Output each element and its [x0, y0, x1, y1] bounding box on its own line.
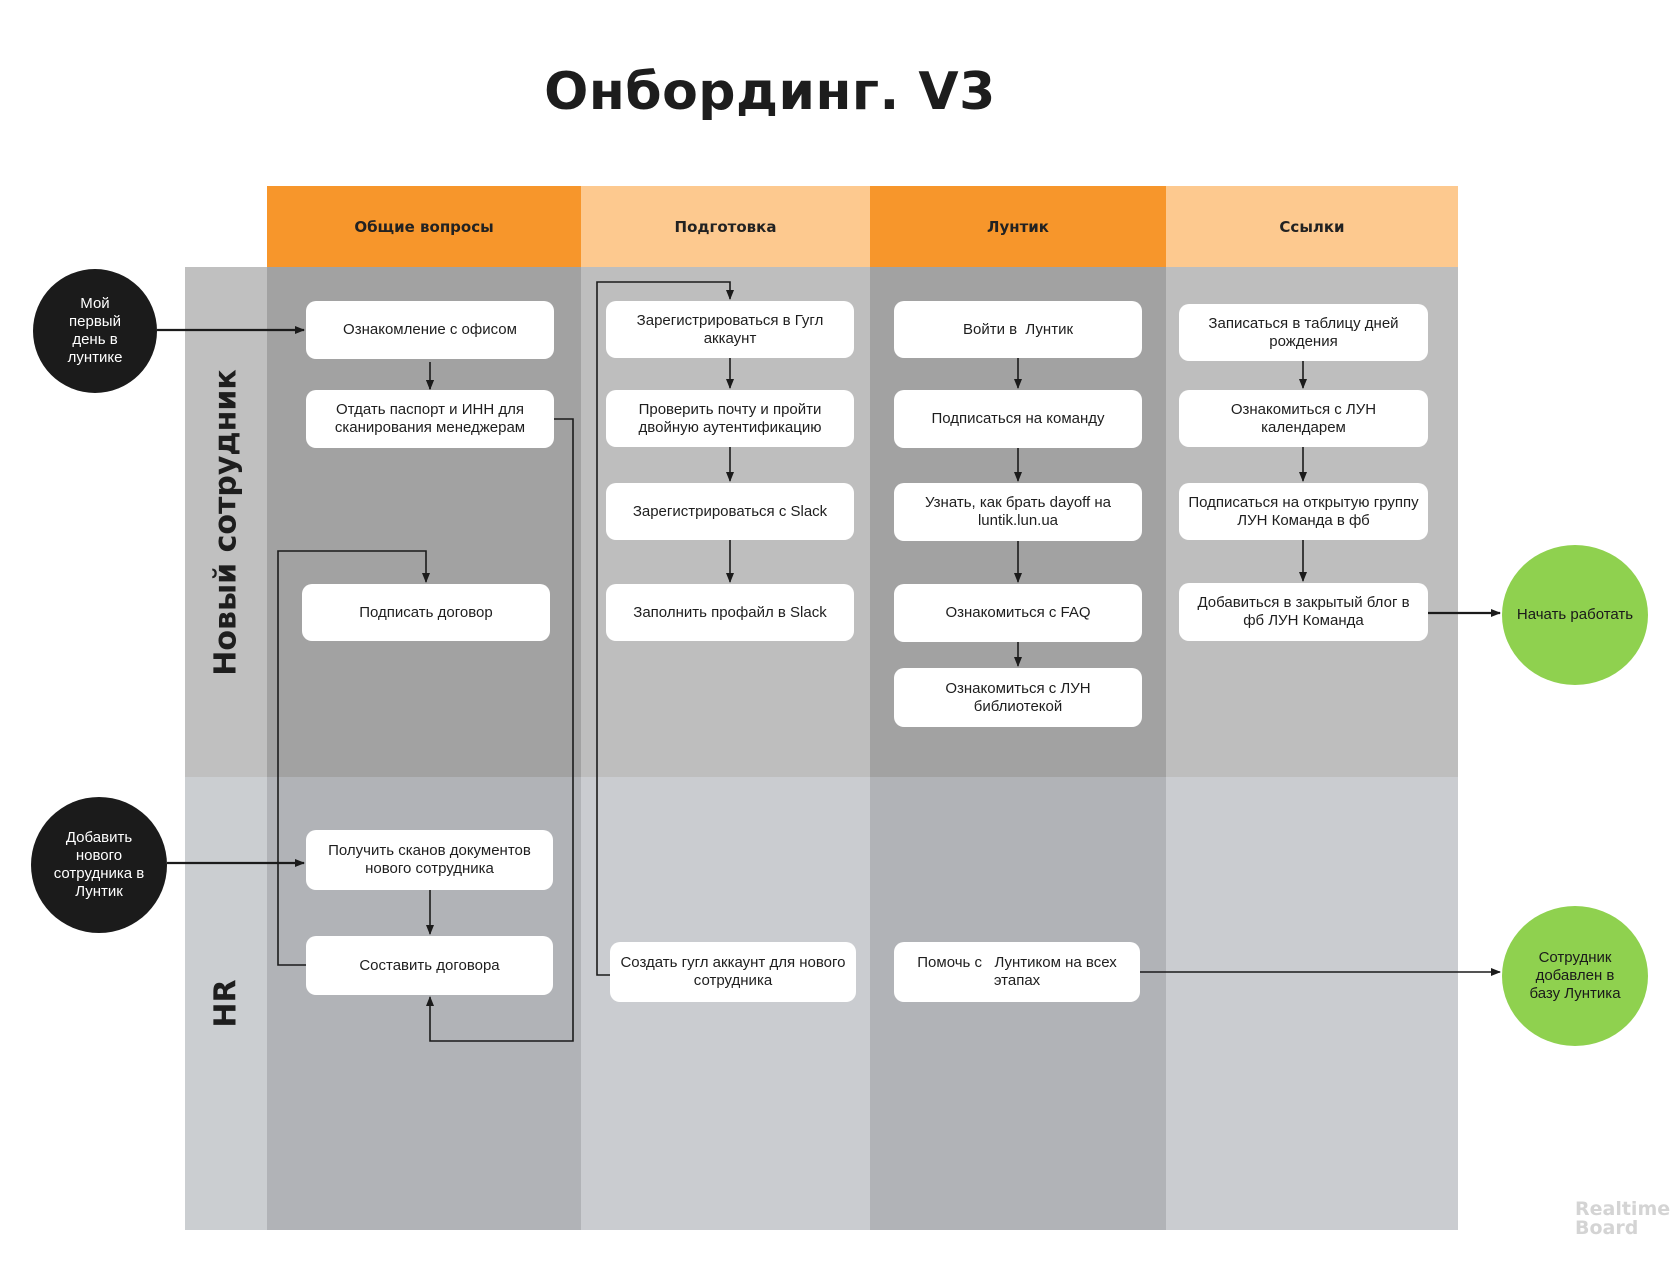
lane-cell	[1166, 777, 1458, 1230]
task-receive-scans[interactable]: Получить сканов документов нового сотруд…	[306, 830, 553, 890]
lane-cell	[870, 777, 1166, 1230]
column-header-general: Общие вопросы	[267, 186, 581, 267]
task-label: Ознакомление с офисом	[343, 321, 517, 338]
task-open-fb-group[interactable]: Подписаться на открытую группу ЛУН Коман…	[1179, 483, 1428, 540]
task-label: Создать гугл аккаунт для нового сотрудни…	[620, 954, 846, 989]
realtimeboard-watermark: Realtime Board	[1575, 1198, 1671, 1239]
task-lun-calendar[interactable]: Ознакомиться с ЛУН календарем	[1179, 390, 1428, 447]
end-event-employee-added[interactable]: Сотрудник добавлен в базу Лунтика	[1502, 906, 1648, 1046]
end-event-label: Сотрудник добавлен в базу Лунтика	[1529, 949, 1621, 1002]
task-help-luntik[interactable]: Помочь с Лунтиком на всех этапах	[894, 942, 1140, 1002]
task-check-mail-2fa[interactable]: Проверить почту и пройти двойную аутенти…	[606, 390, 854, 447]
lane-title: HR	[208, 979, 244, 1028]
task-subscribe-team[interactable]: Подписаться на команду	[894, 390, 1142, 448]
task-label: Ознакомиться с FAQ	[945, 604, 1091, 621]
lane-label-hr: HR	[185, 777, 267, 1230]
task-read-faq[interactable]: Ознакомиться с FAQ	[894, 584, 1142, 642]
task-learn-dayoff[interactable]: Узнать, как брать dayoff на luntik.lun.u…	[894, 483, 1142, 541]
task-label: Зарегистрироваться с Slack	[632, 502, 828, 520]
task-label: Заполнить профайл в Slack	[633, 603, 827, 621]
diagram-title: Онбординг. V3	[544, 62, 996, 122]
lane-label-new-employee: Новый сотрудник	[185, 267, 267, 777]
task-label: Ознакомиться с ЛУН календарем	[1230, 400, 1377, 436]
lane-cell	[581, 777, 870, 1230]
task-label: Войти в Лунтик	[962, 320, 1074, 338]
task-create-google-account[interactable]: Создать гугл аккаунт для нового сотрудни…	[610, 942, 856, 1002]
task-office-tour[interactable]: Ознакомление с офисом	[306, 301, 554, 359]
start-event-label: Добавить нового сотрудника в Лунтик	[53, 829, 145, 900]
column-header-links: Ссылки	[1166, 186, 1458, 267]
task-label: Зарегистрироваться в Гугл аккаунт	[636, 311, 824, 347]
task-label: Узнать, как брать dayoff на luntik.lun.u…	[924, 494, 1112, 529]
column-header-label: Подготовка	[674, 217, 777, 236]
task-compose-contract[interactable]: Составить договора	[306, 936, 553, 995]
task-label: Записаться в таблицу дней рождения	[1208, 314, 1399, 350]
task-read-library[interactable]: Ознакомиться с ЛУН библиотекой	[894, 668, 1142, 727]
task-register-google[interactable]: Зарегистрироваться в Гугл аккаунт	[606, 301, 854, 358]
end-event-start-work[interactable]: Начать работать	[1502, 545, 1648, 685]
task-register-slack[interactable]: Зарегистрироваться с Slack	[606, 483, 854, 540]
task-label: Помочь с Лунтиком на всех этапах	[917, 954, 1121, 989]
task-closed-fb-blog[interactable]: Добавиться в закрытый блог в фб ЛУН Кома…	[1179, 583, 1428, 641]
column-header-label: Ссылки	[1279, 217, 1345, 236]
start-event-first-day[interactable]: Мой первый день в лунтике	[33, 269, 157, 393]
start-event-label: Мой первый день в лунтике	[67, 295, 123, 366]
task-label: Составить договора	[359, 956, 500, 974]
task-give-passport[interactable]: Отдать паспорт и ИНН для сканирования ме…	[306, 390, 554, 448]
task-label: Получить сканов документов нового сотруд…	[328, 842, 531, 877]
task-fill-slack-profile[interactable]: Заполнить профайл в Slack	[606, 584, 854, 641]
column-header-preparation: Подготовка	[581, 186, 870, 267]
lane-title: Новый сотрудник	[208, 368, 244, 676]
task-birthday-table[interactable]: Записаться в таблицу дней рождения	[1179, 304, 1428, 361]
task-label: Подписать договор	[359, 603, 493, 621]
task-label: Ознакомиться с ЛУН библиотекой	[945, 679, 1091, 715]
task-label: Проверить почту и пройти двойную аутенти…	[638, 400, 822, 436]
task-label: Отдать паспорт и ИНН для сканирования ме…	[334, 401, 526, 436]
task-login-luntik[interactable]: Войти в Лунтик	[894, 301, 1142, 358]
column-header-luntik: Лунтик	[870, 186, 1166, 267]
task-label: Подписаться на команду	[931, 410, 1105, 427]
task-sign-contract[interactable]: Подписать договор	[302, 584, 550, 641]
task-label: Добавиться в закрытый блог в фб ЛУН Кома…	[1197, 594, 1410, 629]
start-event-add-employee[interactable]: Добавить нового сотрудника в Лунтик	[31, 797, 167, 933]
column-header-label: Общие вопросы	[354, 217, 494, 236]
column-header-label: Лунтик	[987, 217, 1049, 236]
task-label: Подписаться на открытую группу ЛУН Коман…	[1188, 493, 1419, 529]
end-event-label: Начать работать	[1516, 606, 1634, 623]
